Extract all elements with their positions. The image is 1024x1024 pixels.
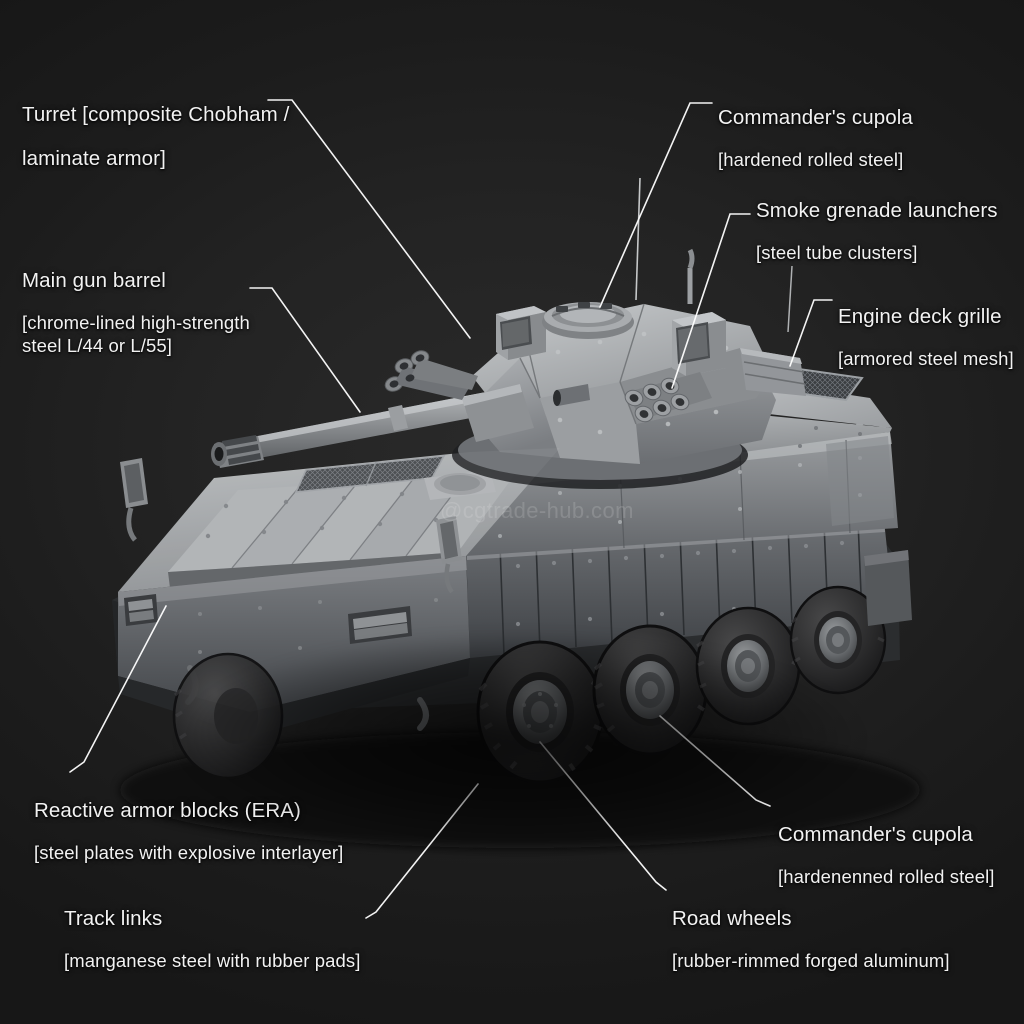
commanders-sight-left <box>496 306 546 360</box>
annotation-title: Road wheels <box>672 906 792 930</box>
commanders-cupola <box>542 302 634 339</box>
annotation-road-wheels: Road wheels [rubber-rimmed forged alumin… <box>672 886 950 992</box>
annotation-title: Commander's cupola <box>778 822 973 846</box>
smoke-grenade-launchers-left <box>384 350 478 400</box>
side-mirrors <box>120 458 462 594</box>
annotation-title: Commander's cupola <box>718 105 913 129</box>
annotation-title: Smoke grenade launchers <box>756 198 998 222</box>
road-wheel-1 <box>476 640 604 784</box>
annotation-title: Engine deck grille <box>838 304 1002 328</box>
annotation-subtitle: [steel tube clusters] <box>756 242 918 264</box>
road-wheel-2 <box>592 624 708 756</box>
annotation-commanders-cupola-top: Commander's cupola [hardened rolled stee… <box>718 85 913 191</box>
annotation-subtitle: [steel plates with explosive interlayer] <box>34 842 344 864</box>
annotation-subtitle: [chrome-lined high-strength steel L/44 o… <box>22 312 250 356</box>
annotation-subtitle: [manganese steel with rubber pads] <box>64 950 361 972</box>
fenders <box>864 550 912 626</box>
annotation-subtitle: [hardened rolled steel] <box>718 149 904 171</box>
annotation-subtitle: [armored steel mesh] <box>838 348 1014 370</box>
annotation-engine-deck-grille: Engine deck grille [armored steel mesh] <box>838 284 1014 390</box>
road-wheel-3 <box>695 606 801 726</box>
annotation-title: Main gun barrel <box>22 268 166 292</box>
annotation-title: Reactive armor blocks (ERA) <box>34 798 301 822</box>
main-gun-barrel-art <box>211 392 492 468</box>
annotation-turret: Turret [composite Chobham / laminate arm… <box>22 82 289 191</box>
turret-stowage-basket <box>740 348 806 396</box>
turret <box>384 177 806 489</box>
annotation-subtitle: [rubber-rimmed forged aluminum] <box>672 950 950 972</box>
annotation-main-gun-barrel: Main gun barrel [chrome-lined high-stren… <box>22 248 250 377</box>
annotation-subtitle: laminate armor] <box>22 147 166 171</box>
annotation-title: Turret [composite Chobham / <box>22 102 290 126</box>
annotation-smoke-grenade-launchers: Smoke grenade launchers [steel tube clus… <box>756 178 998 284</box>
gunners-sight-right <box>672 312 726 376</box>
headlight-cluster-left <box>124 594 158 626</box>
annotation-title: Track links <box>64 906 163 930</box>
road-wheel-far-front <box>172 652 284 780</box>
annotation-track-links: Track links [manganese steel with rubber… <box>64 886 361 992</box>
annotation-reactive-armor-blocks: Reactive armor blocks (ERA) [steel plate… <box>34 778 343 884</box>
